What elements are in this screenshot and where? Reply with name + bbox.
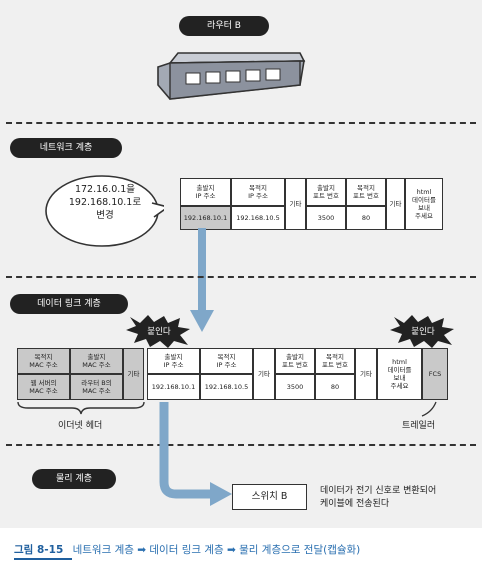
ethernet-value-cell: 라우터 B의 MAC 주소 — [70, 374, 123, 400]
ethernet-header-brace — [17, 401, 145, 415]
network-layer-title: 네트워크 계층 — [10, 138, 122, 158]
ethernet-header-label: 이더넷 헤더 — [58, 421, 103, 431]
frame-header-cell: 기타 — [355, 348, 377, 400]
packet-value-cell: 192.168.10.5 — [231, 206, 285, 230]
packet-header-cell: 출발지 포트 번호 — [306, 178, 346, 206]
frame-value-cell: 3500 — [275, 374, 315, 400]
figure-number: 그림 8-15 — [14, 544, 64, 556]
frame-value-cell: 192.168.10.1 — [147, 374, 200, 400]
frame-header-cell: html 데이터를 보내 주세요 — [377, 348, 422, 400]
figure-caption: 그림 8-15 네트워크 계층 ➡ 데이터 링크 계층 ➡ 물리 계층으로 전달… — [14, 542, 360, 557]
frame-header-cell: 출발지 IP 주소 — [147, 348, 200, 374]
attach-left-label: 붙인다 — [147, 327, 171, 337]
packet-value-cell: 192.168.10.1 — [180, 206, 231, 230]
trailer-label: 트레일러 — [402, 421, 436, 431]
separator-line — [6, 276, 476, 278]
packet-header-cell: 목적지 포트 번호 — [346, 178, 386, 206]
switch-label: 스위치 B — [251, 491, 288, 502]
packet-header-cell: html 데이터를 보내 주세요 — [405, 178, 443, 230]
caption-text: 네트워크 계층 ➡ 데이터 링크 계층 ➡ 물리 계층으로 전달(캡슐화) — [72, 544, 361, 556]
speech-bubble — [45, 175, 164, 247]
caption-underline — [14, 558, 72, 560]
router-device-icon — [157, 52, 306, 100]
packet-header-cell: 기타 — [285, 178, 306, 230]
frame-header-cell: 기타 — [253, 348, 275, 400]
arrow-bend-icon — [159, 402, 232, 506]
frame-value-cell: 80 — [315, 374, 355, 400]
frame-value-cell: 192.168.10.5 — [200, 374, 253, 400]
ethernet-header-cell: 기타 — [123, 348, 144, 400]
frame-header-cell: 목적지 포트 번호 — [315, 348, 355, 374]
bubble-line: 192.168.10.1로 — [68, 197, 142, 208]
datalink-layer-title: 데이터 링크 계층 — [10, 294, 128, 314]
physical-layer-title: 물리 계층 — [32, 469, 116, 489]
fcs-cell: FCS — [422, 348, 448, 400]
frame-header-cell: 목적지 IP 주소 — [200, 348, 253, 374]
router-title: 라우터 B — [179, 16, 269, 36]
bubble-text: 172.16.0.1을 192.168.10.1로 변경 — [52, 183, 158, 222]
bubble-line: 변경 — [96, 210, 114, 221]
separator-line — [6, 444, 476, 446]
description-line: 케이블에 전송된다 — [320, 499, 390, 509]
ethernet-header-cell: 출발지 MAC 주소 — [70, 348, 123, 374]
separator-line — [6, 122, 476, 124]
description-line: 데이터가 전기 신호로 변환되어 — [320, 486, 437, 496]
bubble-line: 172.16.0.1을 — [74, 184, 136, 195]
arrow-down-icon — [190, 228, 214, 332]
ethernet-value-cell: 웹 서버의 MAC 주소 — [17, 374, 70, 400]
packet-header-cell: 출발지 IP 주소 — [180, 178, 231, 206]
packet-header-cell: 기타 — [386, 178, 405, 230]
ethernet-header-cell: 목적지 MAC 주소 — [17, 348, 70, 374]
packet-value-cell: 80 — [346, 206, 386, 230]
frame-header-cell: 출발지 포트 번호 — [275, 348, 315, 374]
packet-header-cell: 목적지 IP 주소 — [231, 178, 285, 206]
burst-left — [126, 315, 190, 348]
burst-right — [390, 315, 454, 348]
packet-value-cell: 3500 — [306, 206, 346, 230]
physical-description: 데이터가 전기 신호로 변환되어 케이블에 전송된다 — [320, 485, 436, 511]
attach-right-label: 붙인다 — [411, 327, 435, 337]
trailer-pointer — [421, 401, 437, 417]
switch-box: 스위치 B — [232, 484, 307, 510]
